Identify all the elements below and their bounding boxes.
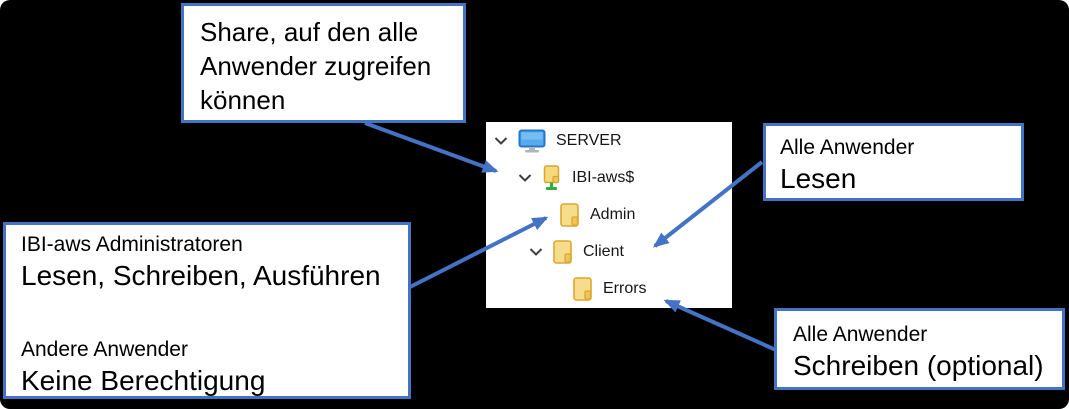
folder-icon	[553, 239, 573, 264]
tree-item-server[interactable]: SERVER	[486, 122, 732, 159]
chevron-down-icon[interactable]	[518, 173, 532, 182]
tree-item-label: Admin	[590, 205, 636, 223]
permission-group-value: Schreiben (optional)	[793, 350, 1044, 381]
folder-tree: SERVER IBI-aws$	[486, 122, 732, 308]
folder-icon	[560, 202, 580, 227]
permission-group-value: Lesen	[780, 163, 857, 194]
callout-share: Share, auf den alle Anwender zugreifen k…	[181, 3, 466, 123]
arrow-errors-perms	[663, 299, 777, 352]
chevron-down-icon[interactable]	[494, 136, 508, 145]
tree-item-label: Client	[583, 242, 624, 260]
permission-group-title: Alle Anwender	[780, 136, 915, 159]
callout-share-line: Share, auf den alle	[200, 17, 419, 47]
tree-item-label: Errors	[603, 279, 647, 297]
callout-share-line: können	[200, 85, 286, 115]
spacer	[21, 292, 404, 336]
permission-group-value: Lesen, Schreiben, Ausführen	[21, 260, 381, 291]
shared-folder-icon	[542, 164, 562, 191]
permission-group-title: IBI-aws Administratoren	[21, 233, 243, 256]
tree-item-label: SERVER	[556, 131, 622, 149]
tree-item-client[interactable]: Client	[486, 233, 732, 270]
callout-share-line: Anwender zugreifen	[200, 51, 432, 81]
permission-group-title: Andere Anwender	[21, 338, 188, 361]
tree-item-errors[interactable]: Errors	[486, 270, 732, 307]
chevron-down-icon[interactable]	[529, 247, 543, 256]
tree-item-ibi-aws[interactable]: IBI-aws$	[486, 159, 732, 196]
arrow-share-to-ibi	[364, 121, 499, 173]
computer-icon	[518, 129, 546, 153]
tree-item-admin[interactable]: Admin	[486, 196, 732, 233]
folder-icon	[573, 276, 593, 301]
callout-errors-permissions: Alle Anwender Schreiben (optional)	[774, 308, 1065, 390]
callout-admin-permissions: IBI-aws Administratoren Lesen, Schreiben…	[3, 222, 411, 399]
tree-item-label: IBI-aws$	[572, 168, 635, 186]
permission-group-value: Keine Berechtigung	[21, 365, 266, 396]
permission-group-title: Alle Anwender	[793, 323, 928, 346]
callout-client-permissions: Alle Anwender Lesen	[763, 123, 1024, 201]
